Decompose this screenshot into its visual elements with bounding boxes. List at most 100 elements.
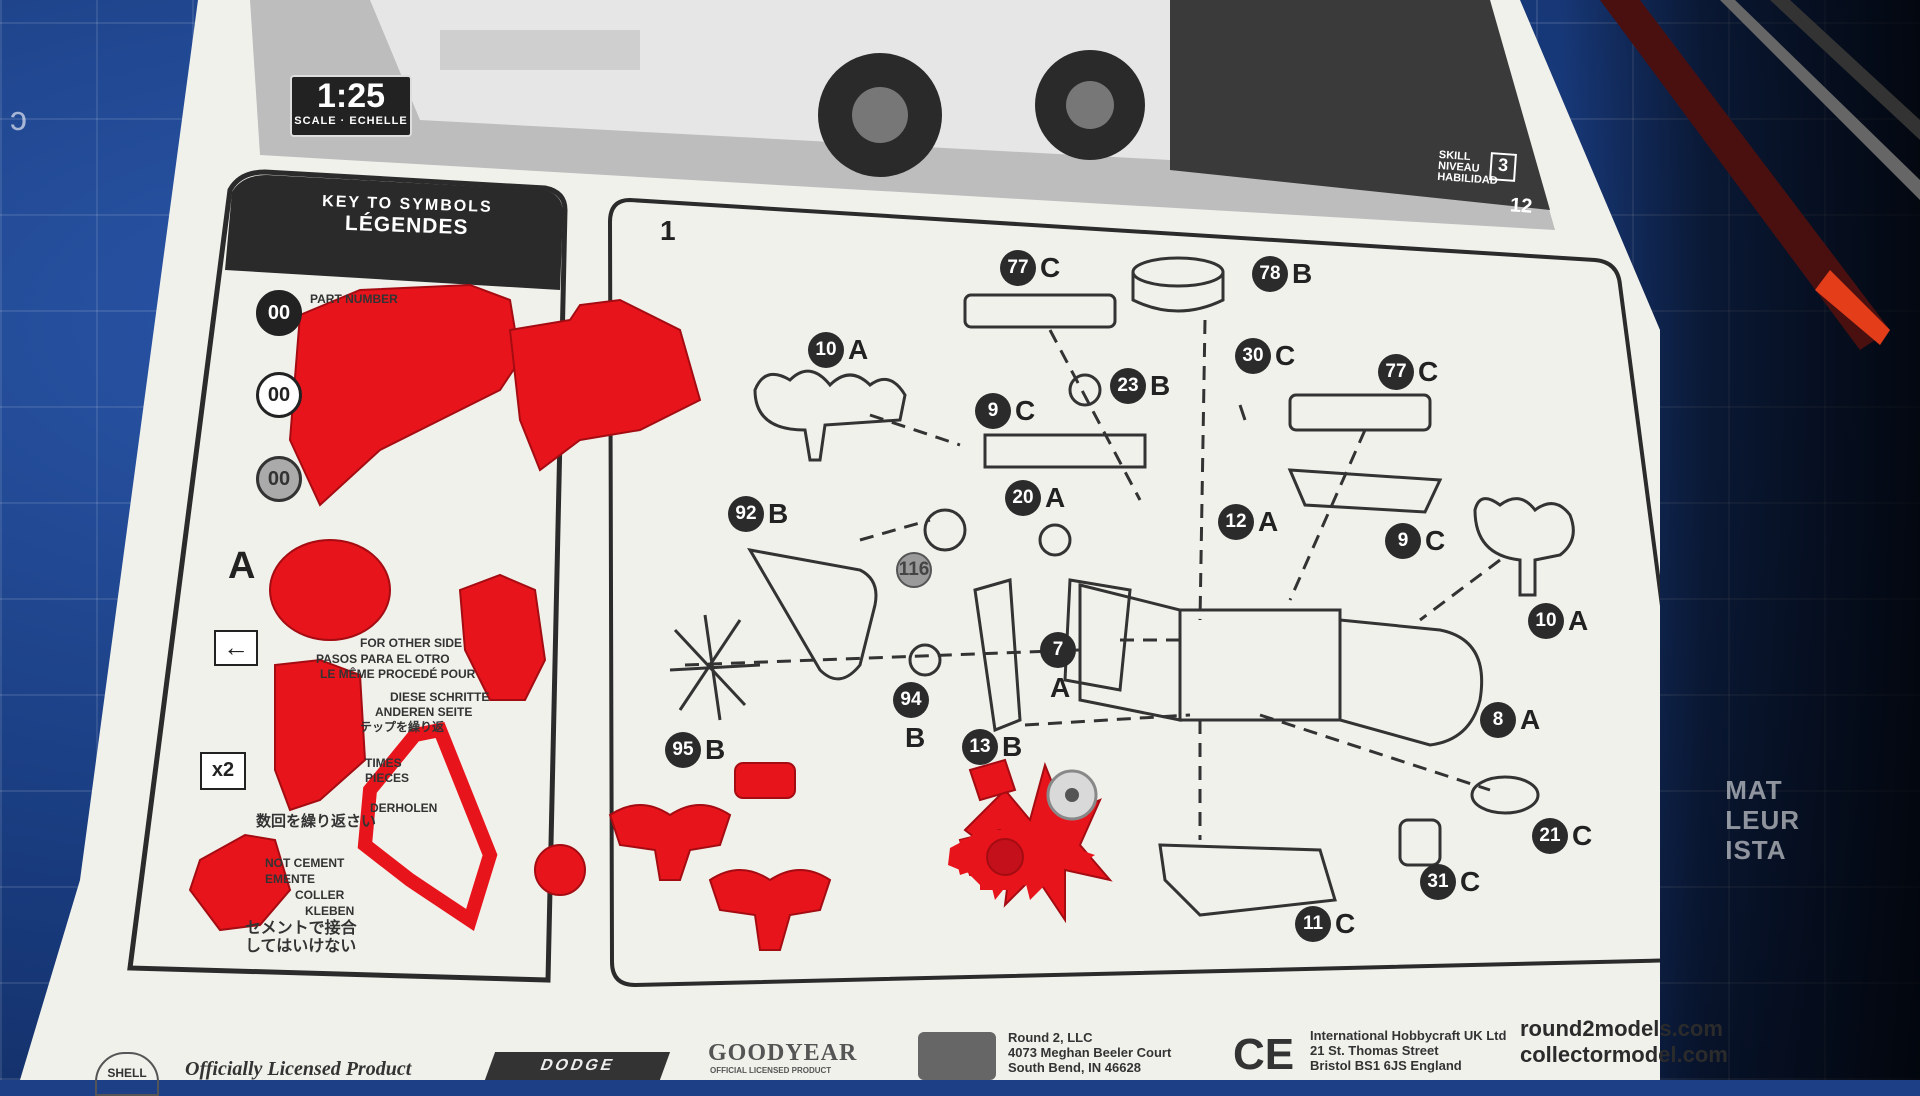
scale-ratio: 1:25 — [316, 77, 386, 115]
engine-block-part — [288, 283, 522, 507]
callout-letter: A — [1520, 704, 1541, 735]
ce-mark: CE — [1233, 1030, 1295, 1079]
callout-letter: A — [848, 334, 869, 365]
callout-number: 30 — [1235, 338, 1271, 374]
fan-belt-part — [357, 721, 498, 932]
round2-logo-icon — [918, 1032, 996, 1080]
callout-letter: A — [1045, 482, 1066, 513]
callout-letter: B — [905, 722, 926, 753]
callout-number: 77 — [1378, 354, 1414, 390]
mat-print: MAT LEUR ISTA — [1725, 775, 1800, 865]
exhaust-manifold-part — [608, 804, 732, 881]
times-jp: 数回を繰り返さい — [256, 813, 377, 830]
times-box: x2 — [200, 752, 246, 790]
callout-letter: A — [1568, 605, 1589, 636]
goodyear-logo: GOODYEAR — [708, 1040, 858, 1066]
no-cement-de: KLEBEN — [305, 904, 355, 918]
step-number: 1 — [660, 215, 676, 246]
callout-letter: C — [1572, 820, 1593, 851]
callout-letter: C — [1425, 525, 1446, 556]
mat-marking: ↄ — [10, 100, 27, 138]
callout-number: 20 — [1005, 480, 1041, 516]
callout-letter: C — [1335, 908, 1356, 939]
distributor-part — [734, 762, 796, 799]
repeat-text-de: DIESE SCHRITTE — [390, 690, 490, 704]
fan-center — [986, 838, 1024, 876]
alternator-part — [188, 833, 292, 932]
timing-cover-part — [274, 658, 367, 812]
water-pump-part — [458, 573, 547, 701]
scale-badge: 1:25 SCALE · ECHELLE — [290, 75, 412, 137]
symbol-part-number: 00 — [256, 290, 302, 336]
round2-address: Round 2, LLC 4073 Meghan Beeler Court So… — [1008, 1030, 1172, 1075]
no-cement-es: EMENTE — [265, 872, 316, 886]
collectormodel-url[interactable]: collectormodel.com — [1520, 1042, 1728, 1067]
licensed-product-text: Officially Licensed Product — [185, 1058, 412, 1080]
no-cement-fr: COLLER — [295, 888, 345, 902]
repeat-text-fr: LE MÊME PROCEDÉ POUR — [320, 667, 476, 681]
callout-number: 9 — [975, 393, 1011, 429]
times-de: DERHOLEN — [370, 801, 438, 815]
dodge-logo: DODGE — [484, 1052, 671, 1080]
red-plastic-parts — [188, 283, 1113, 951]
skill-level: 3 — [1489, 152, 1517, 182]
callout-number: 94 — [893, 682, 929, 718]
callout-letter: A — [1258, 506, 1279, 537]
no-cement-text: NOT CEMENT — [265, 856, 345, 870]
callout-number: 7 — [1040, 632, 1076, 668]
callout-number: 10 — [808, 332, 844, 368]
part-number-text: PART NUMBER — [310, 292, 398, 306]
arrow-left-icon: ← — [214, 630, 258, 666]
exhaust-manifold-part-2 — [708, 869, 832, 951]
callout-number: 11 — [1295, 906, 1331, 942]
air-cleaner-part — [269, 539, 391, 641]
callout-letter: B — [1002, 731, 1023, 762]
paper-sheet — [20, 0, 1660, 1080]
callout-number: 23 — [1110, 368, 1146, 404]
repeat-text-jp: テップを繰り返 — [360, 720, 445, 734]
pieces-text: PIECES — [365, 771, 410, 785]
other-side-text: FOR OTHER SIDE — [360, 636, 463, 650]
key-title: KEY TO SYMBOLS LÉGENDES — [291, 192, 522, 242]
callout-number: 9 — [1385, 523, 1421, 559]
times-text: TIMES — [365, 756, 402, 770]
other-side-de: ANDEREN SEITE — [375, 705, 473, 719]
uk-address: International Hobbycraft UK Ltd 21 St. T… — [1310, 1028, 1507, 1073]
callout-number: 21 — [1532, 818, 1568, 854]
callout-number: 8 — [1480, 702, 1516, 738]
callout-letter: C — [1418, 356, 1439, 387]
skill-age: 12 — [1509, 194, 1534, 218]
callout-number: 10 — [1528, 603, 1564, 639]
callout-letter: A — [1050, 672, 1071, 703]
no-cement-jp: セメントで接合 してはいけない — [245, 920, 357, 955]
scale-label: SCALE · ECHELLE — [294, 115, 408, 127]
round2-url[interactable]: round2models.com — [1520, 1016, 1723, 1041]
callout-letter: B — [705, 734, 726, 765]
callout-letter: C — [1460, 866, 1481, 897]
callout-number: 116 — [896, 552, 932, 588]
callout-letter: C — [1015, 395, 1036, 426]
symbol-gray: 00 — [256, 456, 302, 502]
callout-number: 13 — [962, 729, 998, 765]
air-filter-part — [968, 758, 1017, 802]
callout-letter: B — [768, 498, 789, 529]
callout-number: 77 — [1000, 250, 1036, 286]
goodyear-subtext: OFFICIAL LICENSED PRODUCT — [710, 1066, 832, 1075]
callout-number: 12 — [1218, 504, 1254, 540]
